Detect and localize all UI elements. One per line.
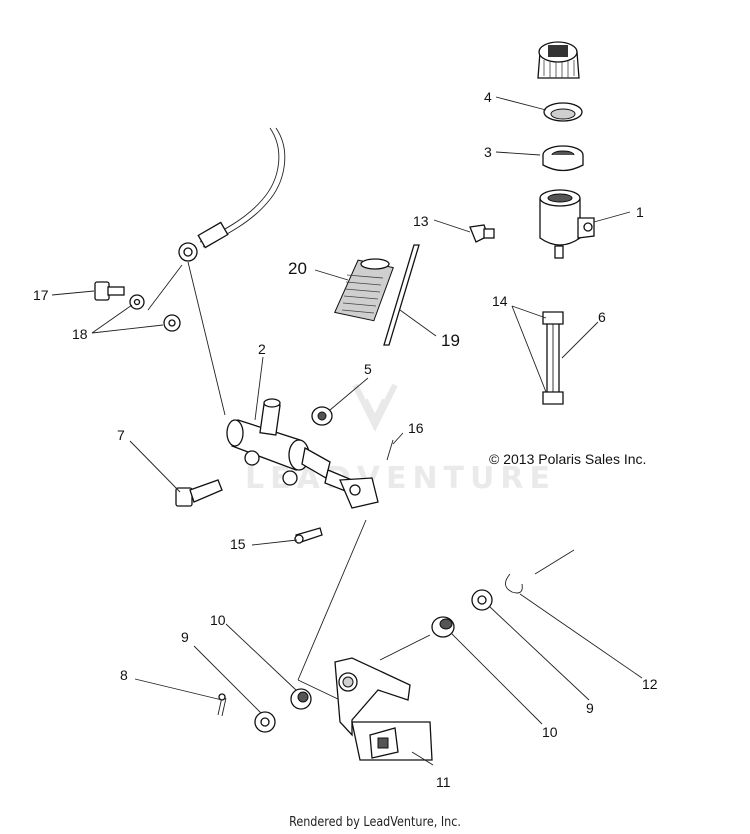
callout-4: 4 xyxy=(484,89,492,105)
callout-19: 19 xyxy=(441,331,460,350)
callout-20: 20 xyxy=(288,259,307,278)
brake-line xyxy=(178,127,286,416)
callout-2: 2 xyxy=(258,341,266,357)
part-6-hose xyxy=(542,311,564,405)
part-9-washer-right xyxy=(471,589,493,611)
part-12-clip xyxy=(505,549,575,594)
callout-6: 6 xyxy=(598,309,606,325)
callout-10-left: 10 xyxy=(210,612,226,628)
callout-12: 12 xyxy=(642,676,658,692)
part-20-sleeve xyxy=(333,258,394,322)
callout-7: 7 xyxy=(117,427,125,443)
callout-5: 5 xyxy=(364,361,372,377)
part-8-cotter-pin xyxy=(217,693,227,717)
part-11-pedal xyxy=(334,634,433,761)
callout-10-right: 10 xyxy=(542,724,558,740)
part-10-bushing-right xyxy=(431,616,455,638)
reservoir-cap xyxy=(537,41,580,79)
part-17-bolt xyxy=(94,281,125,301)
footer-credit: Rendered by LeadVenture, Inc. xyxy=(289,815,461,830)
copyright-notice: © 2013 Polaris Sales Inc. xyxy=(489,451,646,467)
part-18-washers xyxy=(129,264,183,332)
callout-9-left: 9 xyxy=(181,629,189,645)
callout-3: 3 xyxy=(484,144,492,160)
leader-pushrod xyxy=(297,519,367,681)
part-4-diaphragm xyxy=(543,102,583,122)
leader-pushrod-b xyxy=(297,679,341,701)
callout-17: 17 xyxy=(33,287,49,303)
part-1-reservoir xyxy=(539,189,595,259)
callout-1: 1 xyxy=(636,204,644,220)
part-9-washer-left xyxy=(254,711,276,733)
part-5-grommet xyxy=(311,406,333,426)
part-15-pin xyxy=(294,527,323,544)
callout-15: 15 xyxy=(230,536,246,552)
callout-14: 14 xyxy=(492,293,508,309)
callout-11: 11 xyxy=(436,774,451,790)
part-19-rod xyxy=(383,244,420,346)
callout-8: 8 xyxy=(120,667,128,683)
part-7-bolt xyxy=(175,479,223,507)
part-16-clip xyxy=(386,439,394,461)
part-2-master-cylinder xyxy=(226,398,379,509)
part-13-fitting xyxy=(469,224,495,243)
callout-numbers: 1 2 3 4 5 6 7 8 9 9 10 10 11 12 13 14 15… xyxy=(33,89,658,790)
callout-13: 13 xyxy=(413,213,429,229)
callout-18: 18 xyxy=(72,326,88,342)
part-3-seal xyxy=(542,145,584,172)
callout-16: 16 xyxy=(408,420,424,436)
part-10-bushing-left xyxy=(290,688,312,710)
leader-lines xyxy=(51,96,643,766)
callout-9-right: 9 xyxy=(586,700,594,716)
